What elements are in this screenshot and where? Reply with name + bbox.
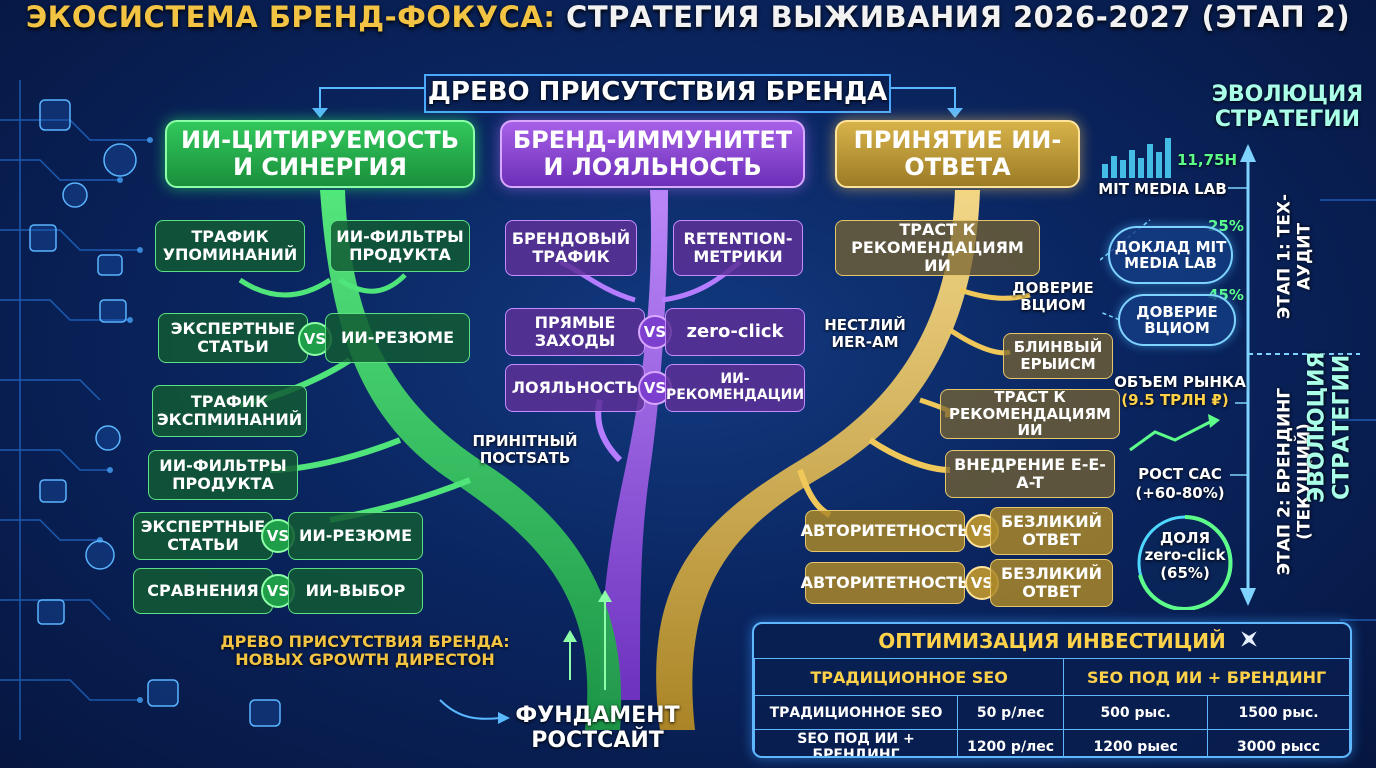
green-branch-title: ИИ-ЦИТИРУЕМОСТЬ И СИНЕРГИЯ <box>165 120 475 188</box>
table-cell: 3000 рысс <box>1207 729 1350 756</box>
mini-chart-bar <box>1102 164 1108 178</box>
green-vs2-right: ИИ-РЕЗЮМЕ <box>288 512 423 560</box>
yellow-node-2: БЛИНВЫЙ ЕРЫИСМ <box>1003 333 1113 379</box>
green-node-traffic-2: ТРАФИК ЭКСПМИНАНИЙ <box>152 385 307 437</box>
evolution-title: ЭВОЛЮЦИЯ СТРАТЕГИИ <box>1211 82 1364 133</box>
mit-label: MIT MEDIA LAB <box>1098 180 1227 198</box>
yellow-branch-title: ПРИНЯТИЕ ИИ-ОТВЕТА <box>835 120 1080 188</box>
table-row: ТРАДИЦИОННОЕ SEO 50 р/лес 500 рыс. 1500 … <box>754 695 1350 730</box>
yellow-node-ai-trust: ТРАСТ К РЕКОМЕНДАЦИЯМ ИИ <box>835 220 1040 276</box>
purple-branch-title: БРЕНД-ИММУНИТЕТ И ЛОЯЛЬНОСТЬ <box>500 120 805 188</box>
mini-chart-bar <box>1129 150 1135 178</box>
purple-stem-label: ПРИНІТНЫЙ ПОСТЅАТЬ <box>472 432 578 468</box>
title-highlight: ЭКОСИСТЕМА БРЕНД-ФОКУСА: <box>25 0 556 34</box>
table-cell: 500 рыс. <box>1063 695 1209 730</box>
green-vs1-left: ЭКСПЕРТНЫЕ СТАТЬИ <box>158 313 308 363</box>
purple-node-brand-traffic: БРЕНДОВЫЙ ТРАФИК <box>505 220 637 276</box>
header-traditional-seo: ТРАДИЦИОННОЕ SEO <box>754 658 1065 696</box>
table-cell: 1200 р/лес <box>956 729 1065 756</box>
investments-title: ОПТИМИЗАЦИЯ ИНВЕСТИЦИЙ <box>878 629 1226 653</box>
row-label: SEO ПОД ИИ + БРЕНДИНГ <box>754 729 958 756</box>
purple-vs2-badge: VS <box>638 371 672 405</box>
table-header-row: ТРАДИЦИОННОЕ SEO SEO ПОД ИИ + БРЕНДИНГ <box>754 658 1350 696</box>
mini-chart-bar <box>1156 152 1162 178</box>
evolution-timeline <box>1100 138 1360 610</box>
yellow-node-eeat: ВНЕДРЕНИЕ E-E-A-T <box>945 450 1115 498</box>
investments-panel: ОПТИМИЗАЦИЯ ИНВЕСТИЦИЙ ТРАДИЦИОННОЕ SEO … <box>752 622 1352 758</box>
table-cell: 50 р/лес <box>956 695 1065 730</box>
root-caption: ДРЕВО ПРИСУТСТВИЯ БРЕНДА: НОВЫХ GPOWTH Д… <box>220 632 510 670</box>
evolution-vertical-label: ЭВОЛЮЦИЯ СТРАТЕГИИ <box>1304 351 1355 504</box>
cac-value: (+60-80%) <box>1135 484 1225 502</box>
page-title: ЭКОСИСТЕМА БРЕНД-ФОКУСА: СТРАТЕГИЯ ВЫЖИВ… <box>0 0 1376 34</box>
investments-table: ТРАДИЦИОННОЕ SEO SEO ПОД ИИ + БРЕНДИНГ Т… <box>754 658 1350 756</box>
market-value: (9.5 ТРЛН ₽) <box>1121 391 1229 409</box>
yellow-node-vciom: ДОВЕРИЕ ВЦИОМ <box>1012 279 1094 315</box>
mini-bar-chart <box>1102 138 1171 178</box>
cac-label: РОСТ САС <box>1138 465 1222 483</box>
market-label: ОБЪЕМ РЫНКА <box>1114 373 1246 391</box>
yellow-side-label: НЕСТЛИЙ ИЕR-АМ <box>824 316 906 352</box>
zero-click-share: ДОЛЯ zero-click (65%) <box>1144 529 1226 582</box>
green-vs2-left: ЭКСПЕРТНЫЕ СТАТЬИ <box>133 512 273 560</box>
green-node-product-filters-2: ИИ-ФИЛЬТРЫ ПРОДУКТА <box>148 450 298 500</box>
mini-chart-bar <box>1120 160 1126 178</box>
chart-value: 11,75Н <box>1177 151 1237 169</box>
purple-node-retention: RETENTION-МЕТРИКИ <box>673 220 803 276</box>
root-label: ФУНДАМЕНТ РОСТСАЙТ <box>515 703 680 754</box>
yellow-vs2-left: АВТОРИТЕТНОСТЬ <box>801 562 969 604</box>
yellow-vs2-right: БЕЗЛИКИЙ ОТВЕТ <box>990 559 1113 607</box>
title-rest: СТРАТЕГИЯ ВЫЖИВАНИЯ 2026-2027 (ЭТАП 2) <box>555 0 1351 34</box>
table-row: SEO ПОД ИИ + БРЕНДИНГ 1200 р/лес 1200 ры… <box>754 729 1350 756</box>
header-connector <box>319 74 956 113</box>
row-label: ТРАДИЦИОННОЕ SEO <box>754 695 958 730</box>
mini-chart-bar <box>1138 158 1144 178</box>
purple-vs1-right: zero-click <box>665 308 805 356</box>
purple-vs2-left: ЛОЯЛЬНОСТЬ <box>505 364 645 412</box>
mini-chart-bar <box>1147 144 1153 178</box>
purple-vs1-left: ПРЯМЫЕ ЗАХОДЫ <box>505 308 645 356</box>
table-cell: 1200 рыес <box>1063 729 1209 756</box>
mini-chart-bar <box>1111 156 1117 178</box>
header-ai-seo: SEO ПОД ИИ + БРЕНДИНГ <box>1063 658 1350 696</box>
green-node-product-filters: ИИ-ФИЛЬТРЫ ПРОДУКТА <box>330 220 470 272</box>
tree-header: ДРЕВО ПРИСУТСТВИЯ БРЕНДА <box>427 77 888 107</box>
green-vs1-right: ИИ-РЕЗЮМЕ <box>325 313 470 363</box>
purple-vs2-right: ИИ-РЕКОМЕНДАЦИИ <box>665 364 805 412</box>
table-cell: 1500 рыс. <box>1207 695 1350 730</box>
yellow-vs1-right: БЕЗЛИКИЙ ОТВЕТ <box>990 507 1113 555</box>
mini-chart-bar <box>1165 138 1171 178</box>
green-node-mentions-traffic: ТРАФИК УПОМИНАНИЙ <box>155 220 305 272</box>
green-vs3-right: ИИ-ВЫБОР <box>288 568 423 614</box>
yellow-node-ai-trust-2: ТРАСТ К РЕКОМЕНДАЦИЯМ ИИ <box>940 388 1120 439</box>
yellow-vs1-left: АВТОРИТЕТНОСТЬ <box>801 510 969 552</box>
pill-vciom-trust: ДОВЕРИЕ ВЦИОМ <box>1118 294 1236 346</box>
pill-mit-report: ДОКЛАД MIT MEDIA LAB <box>1108 226 1233 284</box>
green-vs3-left: СРАВНЕНИЯ <box>133 568 273 614</box>
